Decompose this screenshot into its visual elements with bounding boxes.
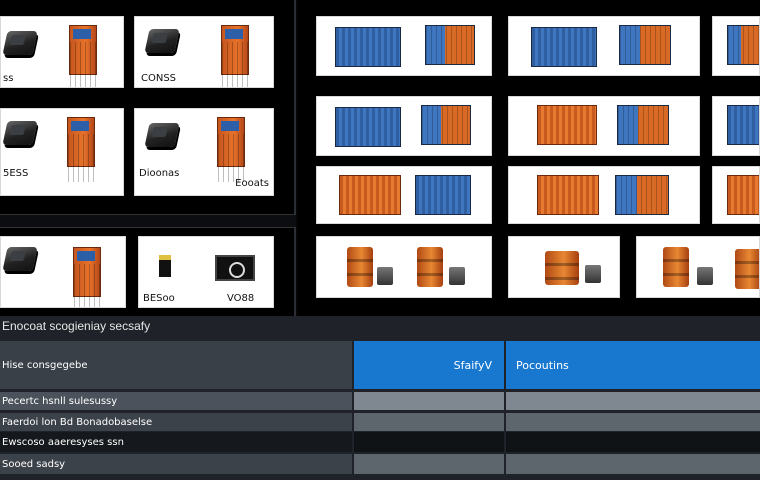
container-tile[interactable] [316, 166, 492, 224]
row-value [506, 392, 760, 410]
header-col2[interactable]: SfaifyV [354, 341, 504, 389]
device-icon [2, 121, 38, 145]
row-value [506, 413, 760, 431]
container-tile[interactable] [508, 16, 700, 76]
container-tile[interactable] [636, 236, 760, 298]
row-label: Pecertc hsnll sulesussy [0, 392, 352, 410]
container-icon [615, 175, 669, 215]
row-value [354, 432, 504, 452]
header-col3[interactable]: Pocoutins [506, 341, 760, 389]
thumbnail-tile[interactable] [0, 236, 126, 308]
container-icon [531, 27, 597, 67]
header-col1: Hise consgegebe [0, 341, 352, 389]
row-label: Ewscoso aaeresyses ssn [0, 432, 352, 452]
tile-caption: ES5 [78, 182, 98, 193]
row-value [354, 413, 504, 431]
barrel-icon [663, 247, 689, 287]
barrel-icon [347, 247, 373, 287]
container-icon [537, 105, 597, 145]
device-icon [2, 247, 38, 271]
container-tile[interactable] [712, 16, 760, 76]
table-title: Enocoat scogieniay secsafy [2, 319, 151, 333]
thumbnail-tile[interactable]: CONSS [134, 16, 274, 88]
thumbnail-tile[interactable]: ss [0, 16, 124, 88]
tile-caption: VO88 [227, 293, 255, 304]
container-tile[interactable] [316, 236, 492, 298]
row-value [506, 454, 760, 474]
table-row[interactable]: Ewscoso aaeresyses ssn [0, 432, 760, 452]
tile-caption: ss [3, 73, 14, 84]
cabinet-icon [217, 117, 245, 182]
container-tile[interactable] [508, 166, 700, 224]
row-value [354, 454, 504, 474]
cabinet-icon [221, 25, 249, 87]
table-row[interactable]: Faerdoi lon Bd Bonadobaselse [0, 413, 760, 431]
device-icon [144, 29, 180, 53]
thumbnail-tile[interactable]: Dioonas Eooats [134, 108, 274, 196]
row-label: Faerdoi lon Bd Bonadobaselse [0, 413, 352, 431]
container-icon [617, 105, 669, 145]
device-icon [144, 123, 180, 147]
container-tile[interactable] [316, 96, 492, 156]
tile-caption: CONSS [141, 73, 177, 84]
bin-icon [585, 265, 601, 283]
tile-caption: Dioonas [139, 168, 180, 179]
container-icon [727, 25, 759, 65]
container-tile[interactable] [712, 96, 760, 156]
panel-divider [0, 214, 296, 228]
container-tile[interactable] [316, 16, 492, 76]
container-icon [335, 27, 401, 67]
bin-icon [377, 267, 393, 285]
container-icon [619, 25, 671, 65]
tile-caption: Eooats [235, 178, 269, 189]
device-icon [2, 31, 38, 55]
container-icon [415, 175, 471, 215]
row-value [354, 392, 504, 410]
tile-caption: BESoo [143, 293, 175, 304]
thumbnail-tile[interactable]: BESoo VO88 [138, 236, 274, 308]
row-value [506, 432, 760, 452]
barrel-icon [735, 249, 759, 289]
bin-icon [449, 267, 465, 285]
container-icon [425, 25, 475, 65]
container-icon [335, 107, 401, 147]
container-icon [421, 105, 471, 145]
table-row[interactable]: Pecertc hsnll sulesussy [0, 392, 760, 410]
table-header-row: Hise consgegebe SfaifyV Pocoutins [0, 341, 760, 389]
bin-icon [697, 267, 713, 285]
camera-icon [215, 255, 255, 281]
tile-caption: 5ESS [3, 168, 29, 179]
container-tile[interactable] [508, 96, 700, 156]
container-icon [727, 175, 759, 215]
cabinet-icon [69, 25, 97, 87]
container-tile[interactable] [712, 166, 760, 224]
container-tile[interactable] [508, 236, 620, 298]
table-row[interactable]: Sooed sadsy [0, 454, 760, 474]
thumbnail-tile[interactable]: 5ESS [0, 108, 124, 196]
row-label: Sooed sadsy [0, 454, 352, 474]
container-icon [537, 175, 599, 215]
cabinet-icon [73, 247, 101, 307]
container-icon [339, 175, 401, 215]
cabinet-icon [67, 117, 95, 182]
barrel-icon [545, 251, 579, 285]
barrel-icon [417, 247, 443, 287]
container-icon [727, 105, 759, 145]
lamp-icon [159, 255, 171, 277]
